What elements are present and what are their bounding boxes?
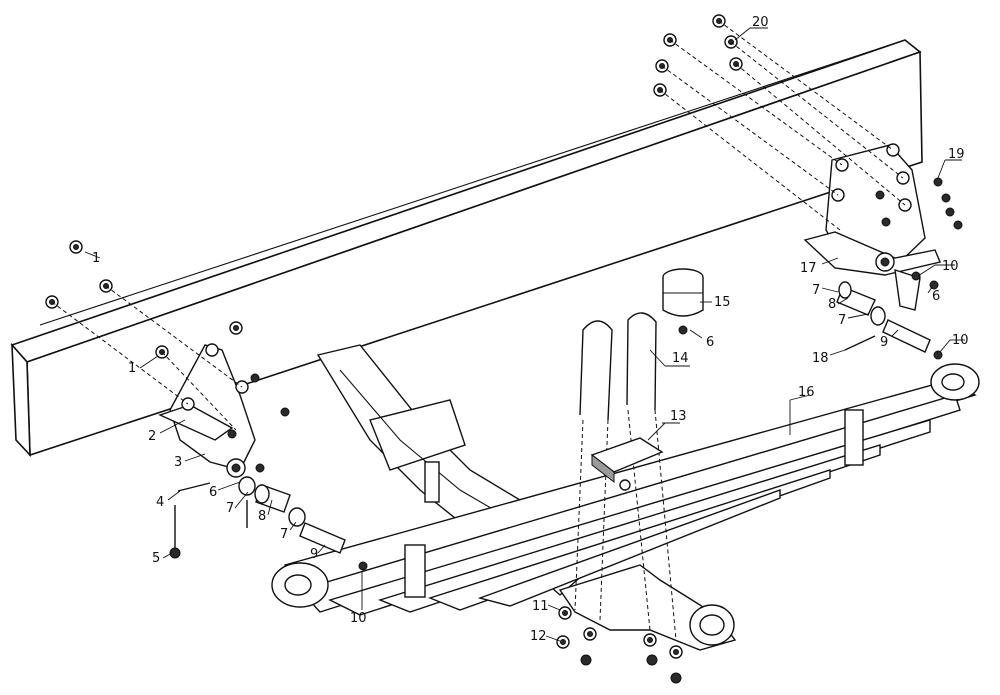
- leader-lines: [84, 27, 965, 642]
- callout-8a: 8: [258, 509, 266, 524]
- callout-labels: 1 1 2 3 4 5 6 7 8 7 9 10 11 12 13 14 15 …: [92, 15, 969, 644]
- callout-10c: 10: [952, 333, 969, 348]
- callout-14: 14: [672, 351, 689, 366]
- callout-8b: 8: [828, 297, 836, 312]
- callout-7c: 7: [812, 283, 820, 298]
- front-eye-hardware: [836, 271, 943, 360]
- leaf-spring-pack: [271, 363, 980, 616]
- callout-15: 15: [714, 295, 731, 310]
- callout-1a: 1: [92, 251, 100, 266]
- callout-16: 16: [798, 385, 815, 400]
- callout-9b: 9: [880, 335, 888, 350]
- rubber-bump-stop: [662, 268, 704, 335]
- callout-11: 11: [532, 599, 549, 614]
- callout-10b: 10: [942, 259, 959, 274]
- callout-3: 3: [174, 455, 182, 470]
- callout-19: 19: [948, 147, 965, 162]
- frame-rail: [10, 39, 923, 458]
- rear-eye-hardware: [169, 463, 368, 571]
- rear-spring-hanger-bracket: [158, 343, 256, 478]
- mounting-nuts-and-alignment-lines: [45, 14, 963, 684]
- callout-9a: 9: [310, 547, 318, 562]
- callout-2: 2: [148, 429, 156, 444]
- front-spring-hanger-bracket: [803, 143, 941, 311]
- callout-4: 4: [156, 495, 164, 510]
- u-bolts: [574, 312, 677, 641]
- callout-7a: 7: [226, 501, 234, 516]
- spring-clamp-plate: [590, 437, 664, 491]
- callout-1b: 1: [128, 361, 136, 376]
- callout-5: 5: [152, 551, 160, 566]
- callout-6b: 6: [706, 335, 714, 350]
- callout-6a: 6: [209, 485, 217, 500]
- callout-18: 18: [812, 351, 829, 366]
- callout-17: 17: [800, 261, 817, 276]
- callout-10a: 10: [350, 611, 367, 626]
- callout-6c: 6: [932, 289, 940, 304]
- callout-12: 12: [530, 629, 547, 644]
- callout-7d: 7: [838, 313, 846, 328]
- callout-7b: 7: [280, 527, 288, 542]
- callout-20: 20: [752, 15, 769, 30]
- callout-13: 13: [670, 409, 687, 424]
